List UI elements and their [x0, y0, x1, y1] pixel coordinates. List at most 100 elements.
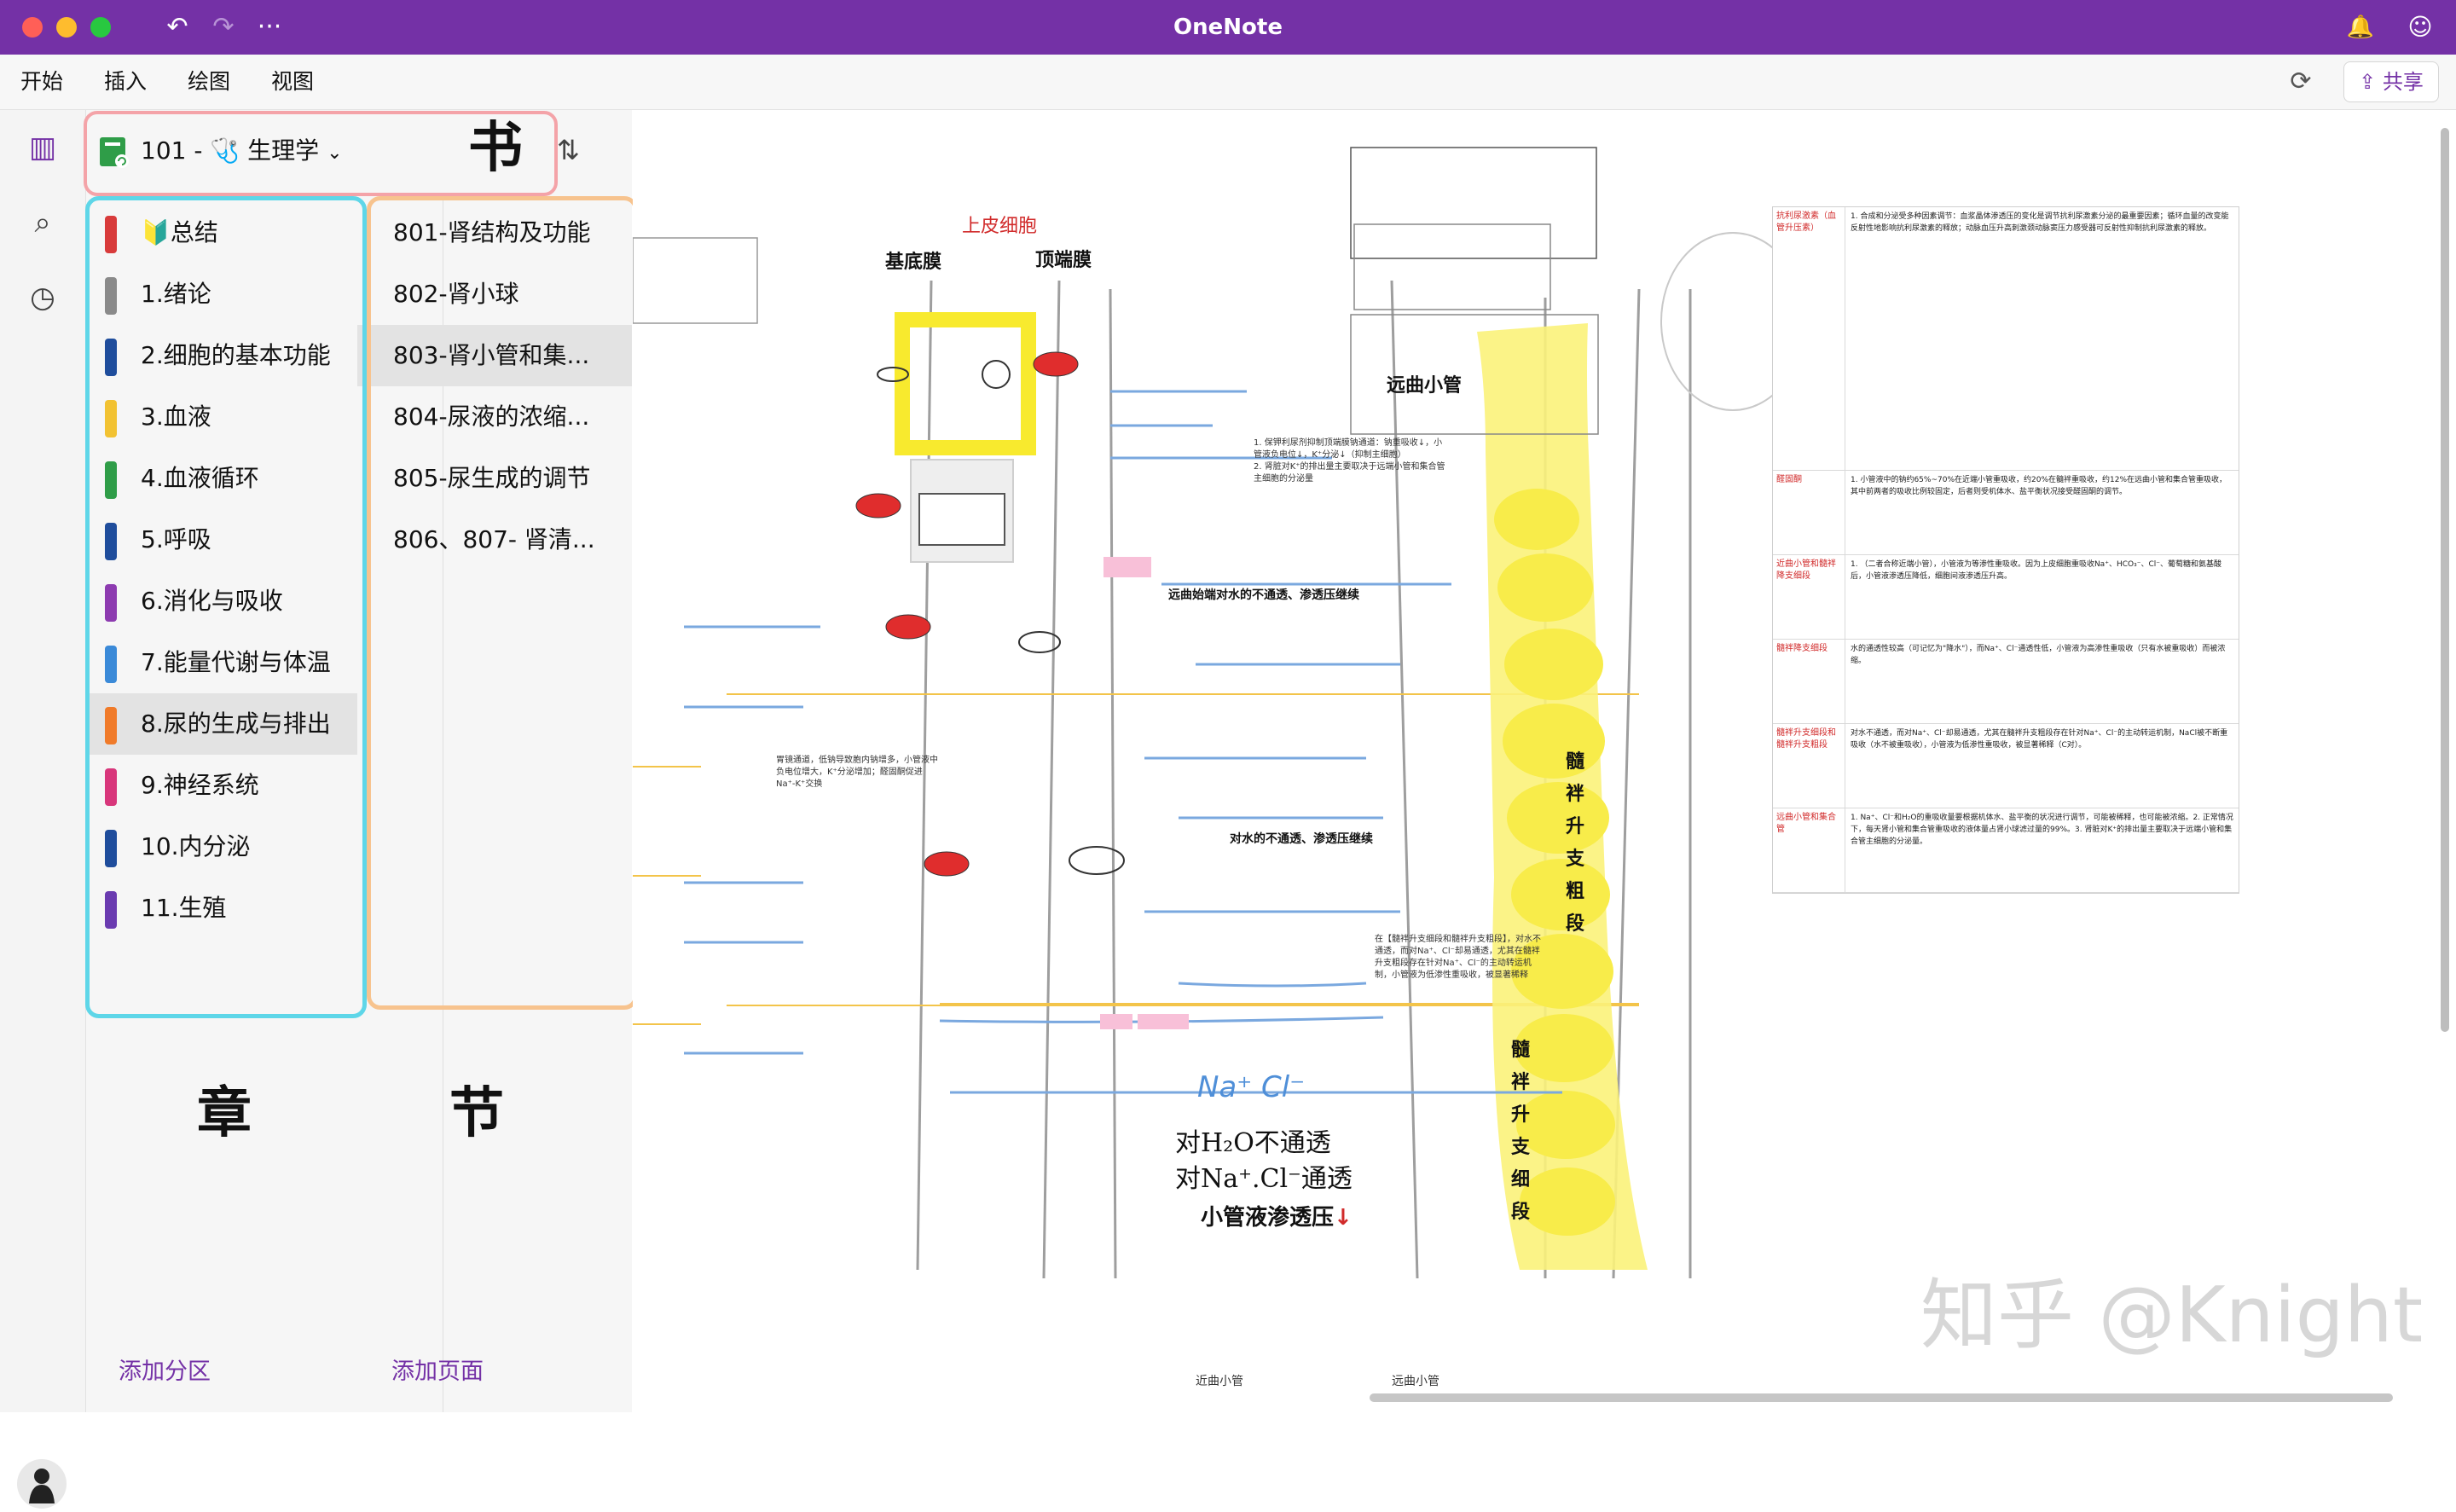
page-item[interactable]: 802-肾小球 [357, 264, 632, 325]
section-color-tab [105, 891, 117, 929]
section-label: 9.神经系统 [141, 771, 259, 799]
tab-view[interactable]: 视图 [271, 69, 315, 94]
osmolality-text: 小管液渗透压 [1201, 1205, 1335, 1231]
notebooks-icon[interactable]: ▥ [28, 130, 57, 165]
section-label: 2.细胞的基本功能 [141, 341, 331, 369]
annotation-book: 书 [468, 116, 523, 180]
note-block-2: 胃镜通道，低钠导致胞内钠增多，小管液中负电位增大，K⁺分泌增加；醛固酮促进Na⁺… [776, 756, 938, 789]
label-bottom-distal: 远曲小管 [1392, 1375, 1439, 1388]
page-highlight-box [367, 196, 638, 1010]
sync-icon[interactable]: ⟳ [2290, 67, 2312, 96]
section-highlight-box [85, 196, 367, 1018]
section-item[interactable]: 11.生殖 [86, 878, 357, 939]
section-item[interactable]: 5.呼吸 [86, 509, 357, 571]
search-icon[interactable]: ⌕ [34, 206, 51, 240]
label-apical: 顶端膜 [1035, 250, 1092, 271]
avatar[interactable] [17, 1459, 67, 1509]
share-label: 共享 [2382, 70, 2424, 94]
label-loop-thin: 髓袢升支细段 [1511, 1040, 1531, 1223]
note-row-heading: 髓袢降支细段 [1773, 640, 1845, 723]
section-item[interactable]: 6.消化与吸收 [86, 571, 357, 632]
section-item[interactable]: 3.血液 [86, 386, 357, 448]
notebook-emoji: 🩺 [210, 136, 240, 165]
annotation-chapter: 章 [197, 1081, 252, 1145]
app-title: OneNote [1173, 14, 1283, 40]
notebook-header[interactable]: 101 - 🩺 生理学 ⌄ 书 ⇅ [86, 110, 632, 195]
section-item[interactable]: 7.能量代谢与体温 [86, 632, 357, 693]
ribbon-tabs: 开始 插入 绘图 视图 ⟳ [0, 55, 2456, 110]
page-item[interactable]: 806、807- 肾清... [357, 509, 632, 571]
zoom-window-button[interactable] [90, 17, 111, 38]
section-item[interactable]: 10.内分泌 [86, 816, 357, 878]
notebook-title[interactable]: 101 - 🩺 生理学 ⌄ [141, 134, 343, 171]
section-item[interactable]: 8.尿的生成与排出 [86, 693, 357, 755]
label-na-cl-permeable: 对水的不通透、渗透压继续 [1230, 832, 1373, 846]
minimize-window-button[interactable] [56, 17, 77, 38]
section-color-tab [105, 461, 117, 499]
label-basement: 基底膜 [885, 252, 942, 273]
label-na-cl: Na⁺ Cl⁻ [1197, 1070, 1306, 1104]
notebook-highlight-box [84, 111, 558, 196]
share-button[interactable]: ⇪ 共享 [2343, 61, 2439, 102]
note-row-heading: 醛固酮 [1773, 471, 1845, 554]
section-label: 3.血液 [141, 403, 211, 431]
label-water-impermeable: 远曲始端对水的不通透、渗透压继续 [1168, 588, 1359, 602]
navigation-rail: ▥ ⌕ ◷ [0, 110, 86, 1509]
page-label: 806、807- 肾清... [393, 525, 595, 553]
section-color-tab [105, 339, 117, 376]
add-page-link[interactable]: 添加页面 [391, 1358, 484, 1385]
page-item[interactable]: 801-肾结构及功能 [357, 202, 632, 264]
handwrite-na-cl: 对Na⁺.Cl⁻通透 [1175, 1164, 1353, 1194]
redo-icon[interactable]: ↷ [212, 12, 235, 42]
notification-bell-icon[interactable]: 🔔 [2346, 14, 2375, 40]
section-item[interactable]: 9.神经系统 [86, 755, 357, 816]
label-distal: 远曲小管 [1387, 375, 1463, 397]
chevron-down-icon: ⌄ [327, 142, 343, 164]
section-color-tab [105, 584, 117, 622]
more-icon[interactable]: ··· [257, 12, 282, 42]
section-label: 11.生殖 [141, 894, 227, 922]
section-item[interactable]: 🔰总结 [86, 202, 357, 264]
add-section-link[interactable]: 添加分区 [119, 1358, 211, 1385]
note-row-heading: 髓袢升支细段和髓袢升支粗段 [1773, 724, 1845, 808]
note-row-heading: 近曲小管和髓袢降支细段 [1773, 555, 1845, 639]
title-bar: ↶ ↷ ··· OneNote 🔔 ☺ [0, 0, 2456, 55]
vertical-scrollbar[interactable] [2441, 128, 2449, 1032]
section-color-tab [105, 277, 117, 315]
tab-home[interactable]: 开始 [20, 69, 64, 94]
page-label: 803-肾小管和集... [393, 341, 590, 369]
page-item[interactable]: 804-尿液的浓缩... [357, 386, 632, 448]
page-item[interactable]: 803-肾小管和集... [357, 325, 632, 386]
note-row: 抗利尿激素（血管升压素）1. 合成和分泌受多种因素调节：血浆晶体渗透压的变化是调… [1773, 207, 2239, 471]
note-block-1: 1. 保钾利尿剂抑制顶端膜钠通道：钠重吸收↓，小管液负电位↓，K⁺分泌↓（抑制主… [1254, 438, 1445, 484]
right-note-table: 抗利尿激素（血管升压素）1. 合成和分泌受多种因素调节：血浆晶体渗透压的变化是调… [1772, 206, 2239, 894]
tab-insert[interactable]: 插入 [104, 69, 148, 94]
close-window-button[interactable] [22, 17, 43, 38]
section-item[interactable]: 1.绪论 [86, 264, 357, 325]
section-color-tab [105, 768, 117, 806]
feedback-smiley-icon[interactable]: ☺ [2407, 13, 2433, 41]
sort-icon[interactable]: ⇅ [557, 134, 580, 166]
notebook-number: 101 - [141, 136, 203, 165]
notebook-navigation-panel: 101 - 🩺 生理学 ⌄ 书 ⇅ 🔰总结 1.绪论 2.细胞的基本功能 3.血液 4.… [86, 110, 632, 1412]
tab-draw[interactable]: 绘图 [188, 69, 231, 94]
section-color-tab [105, 707, 117, 744]
label-loop-thick: 髓袢升支粗段 [1566, 751, 1585, 935]
section-item[interactable]: 2.细胞的基本功能 [86, 325, 357, 386]
page-label: 804-尿液的浓缩... [393, 403, 590, 431]
section-label: 1.绪论 [141, 280, 211, 308]
physiology-diagram [633, 147, 1816, 1279]
watermark: 知乎 @Knight [1920, 1271, 2424, 1360]
horizontal-scrollbar[interactable] [1370, 1393, 2393, 1402]
note-row-body: 水的通透性较高（可记忆为"降水"），而Na⁺、Cl⁻通透性低，小管液为高渗性重吸… [1851, 645, 2226, 665]
user-silhouette-icon [29, 1469, 55, 1503]
note-row-heading: 远曲小管和集合管 [1773, 808, 1845, 892]
recent-clock-icon[interactable]: ◷ [30, 281, 55, 315]
section-item[interactable]: 4.血液循环 [86, 448, 357, 509]
page-item[interactable]: 805-尿生成的调节 [357, 448, 632, 509]
undo-icon[interactable]: ↶ [166, 12, 188, 42]
